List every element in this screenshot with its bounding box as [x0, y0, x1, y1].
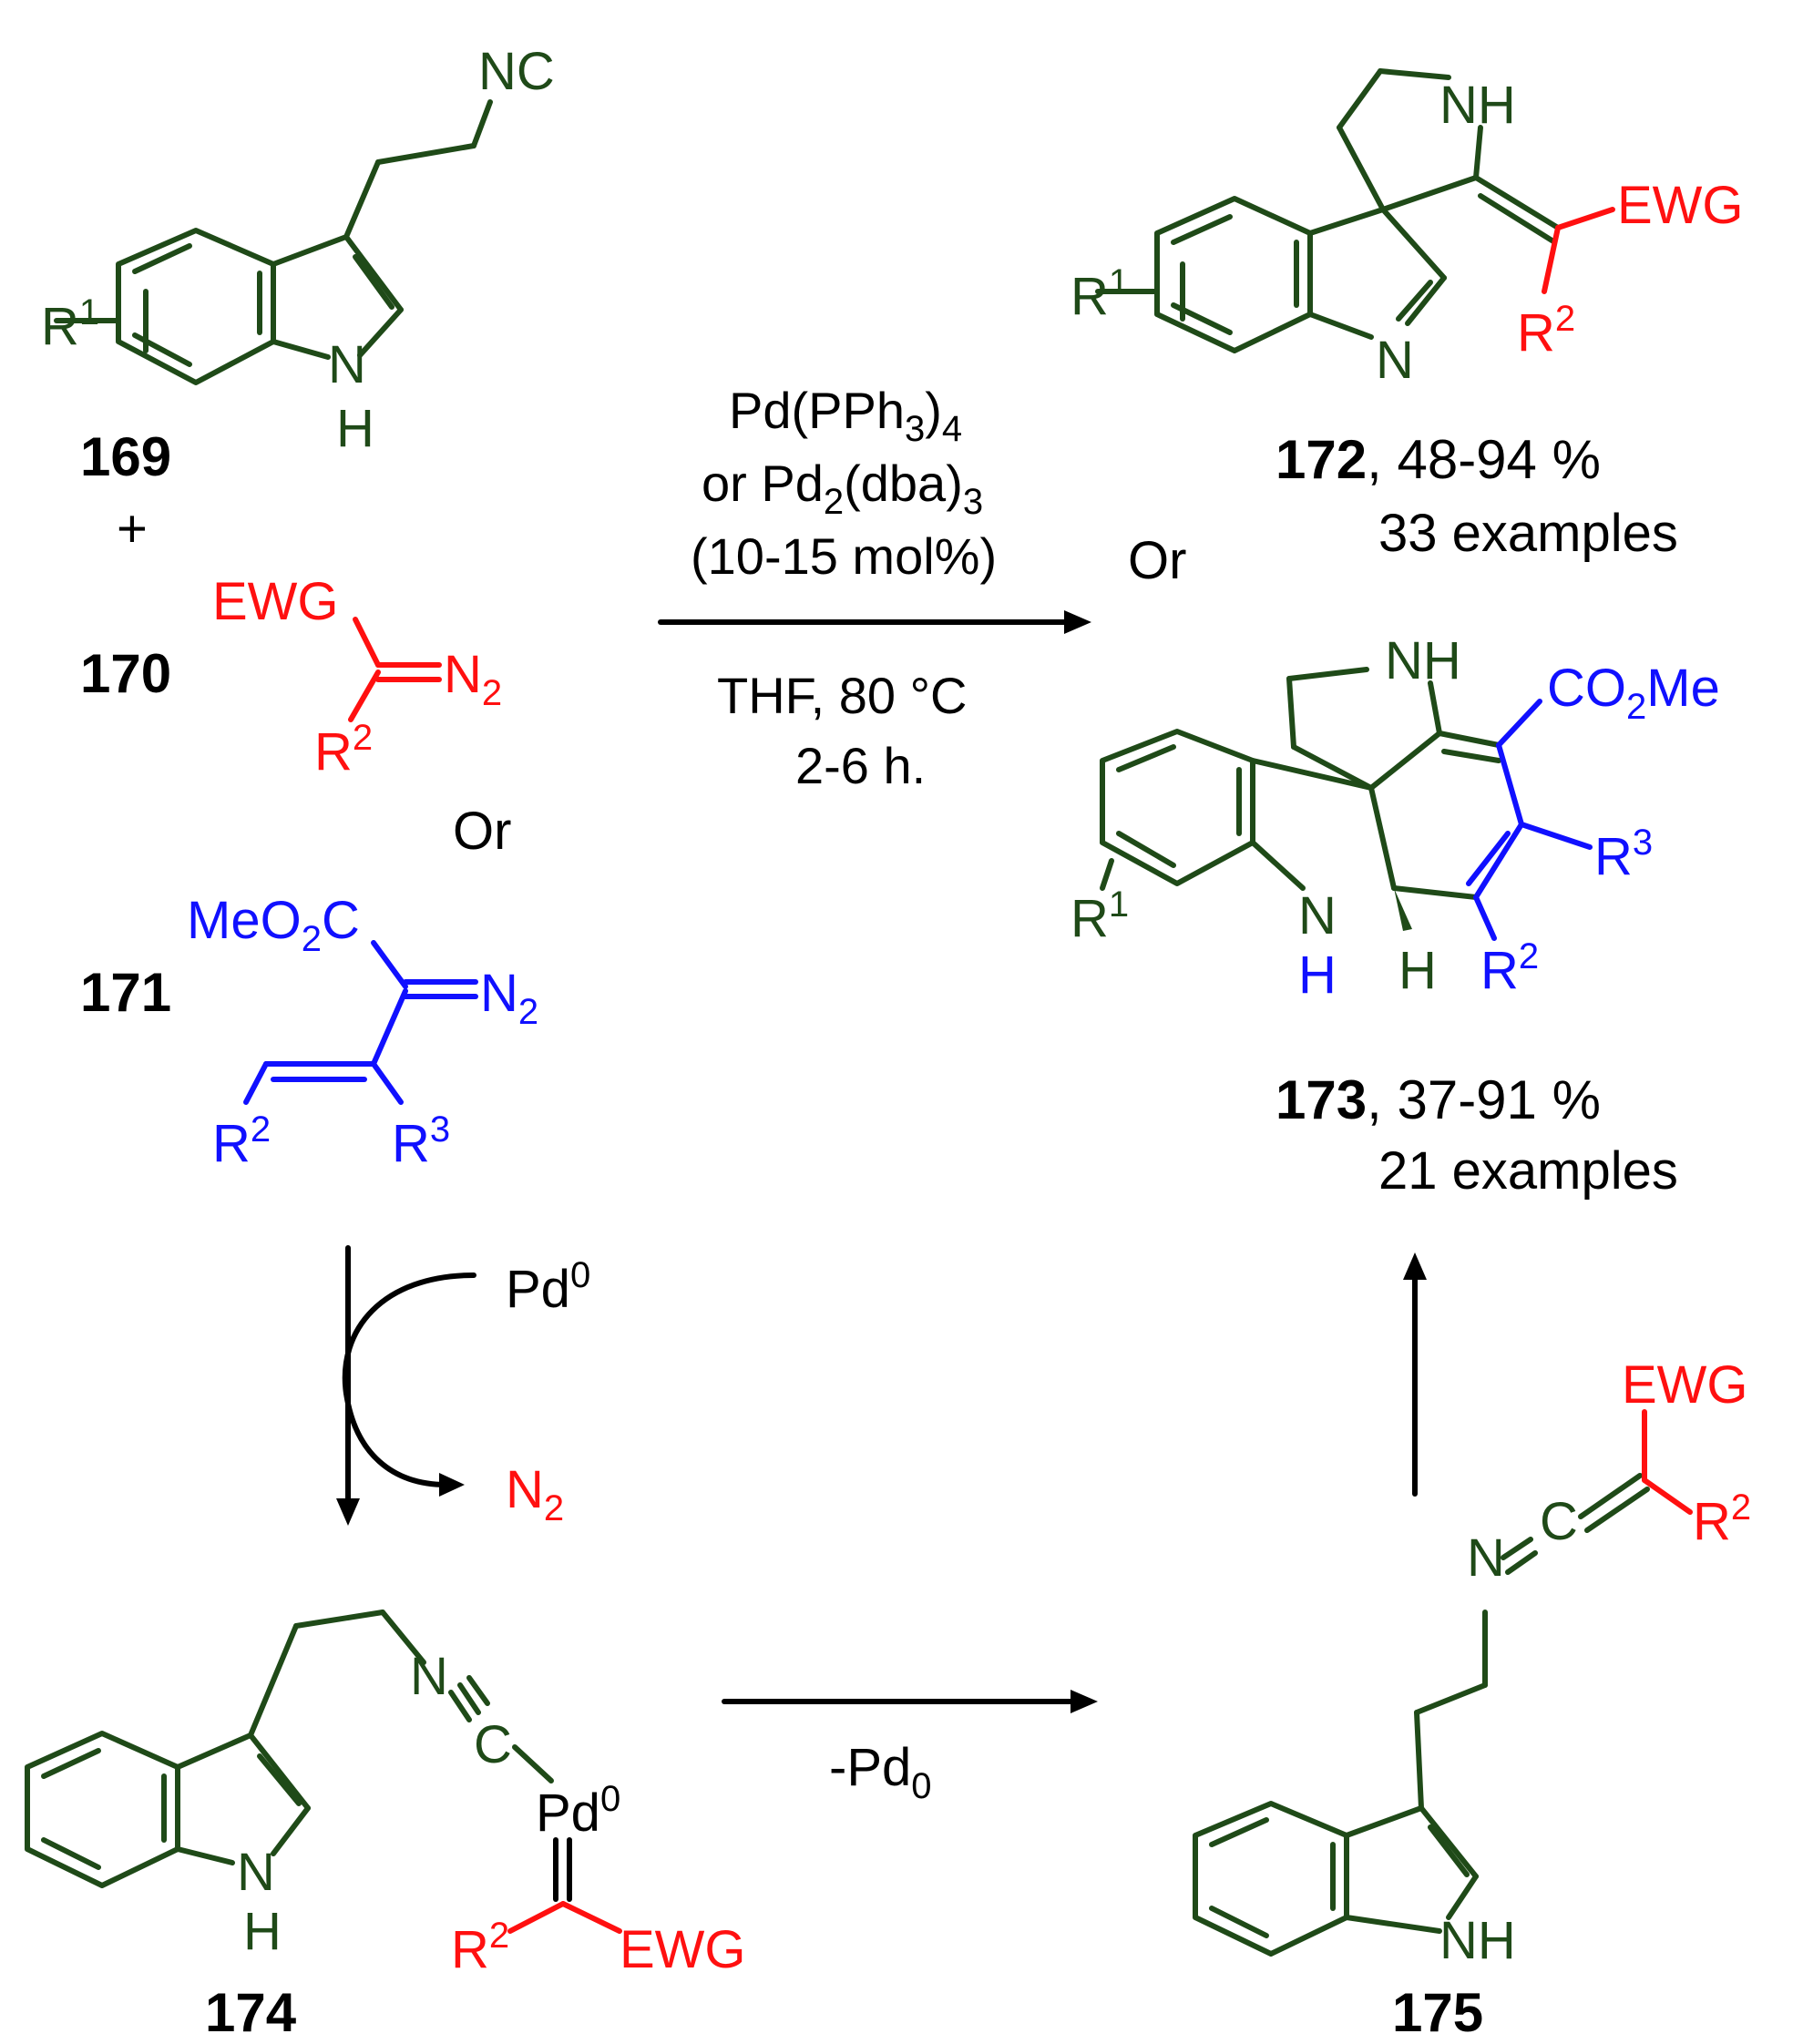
r2-175-label: R2: [1693, 1487, 1751, 1551]
ketenimine-c-175: C: [1540, 1492, 1578, 1551]
compound-171-label: 171: [80, 962, 171, 1023]
indole-h-174: H: [243, 1902, 282, 1961]
compound-173-examples: 21 examples: [1378, 1141, 1678, 1201]
diazo-171-label: N2: [480, 964, 538, 1032]
upward-arrow-head: [1403, 1252, 1427, 1280]
ewg-174-label: EWG: [620, 1920, 746, 1979]
r1-172-label: R1: [1071, 262, 1129, 326]
compound-174-structure: N C Pd0 N H R2 EWG: [25, 1610, 746, 1979]
pd0-174-label: Pd0: [536, 1779, 620, 1843]
compound-173-label: 173, 37-91 %: [1275, 1069, 1601, 1130]
r2-173-label: R2: [1480, 936, 1539, 1000]
r2-170-label: R2: [314, 718, 373, 782]
r2-174-label: R2: [451, 1916, 509, 1979]
pyrrolidine-nh-172: NH: [1439, 76, 1516, 135]
compound-169-label: 169: [80, 426, 171, 487]
ester-173-label: CO2Me: [1547, 659, 1720, 727]
indole-nh-175: NH: [1439, 1911, 1516, 1970]
isocyanide-n-174: N: [410, 1647, 448, 1706]
r2-171-label: R2: [212, 1109, 271, 1173]
r3-171-label: R3: [392, 1109, 450, 1173]
forward-arrow-head-174-175: [1071, 1690, 1098, 1713]
ewg-175-label: EWG: [1622, 1355, 1748, 1415]
compound-170-structure: EWG N2 R2: [212, 572, 502, 782]
ewg-170-label: EWG: [212, 572, 339, 631]
r2-172-label: R2: [1517, 299, 1575, 363]
condition-time: 2-6 h.: [795, 737, 926, 794]
nitrile-label: NC: [478, 42, 555, 101]
indolenine-n-172: N: [1376, 331, 1414, 390]
ring-fusion-h-173: H: [1398, 941, 1437, 1000]
ketenimine-n-175: N: [1467, 1528, 1505, 1588]
condition-solvent-temp: THF, 80 °C: [717, 667, 967, 724]
r3-173-label: R3: [1594, 823, 1653, 886]
compound-169-structure: NC N H R1: [41, 42, 555, 458]
n2-released-label: N2: [506, 1460, 564, 1528]
stereo-wedge-173: [1394, 888, 1412, 931]
indoline-h-173: H: [1298, 945, 1337, 1005]
compound-172-label: 172, 48-94 %: [1275, 429, 1601, 490]
compound-172-examples: 33 examples: [1378, 504, 1678, 563]
condition-catalyst-1: Pd(PPh3)4: [729, 382, 962, 449]
indole-nitrogen-label: N: [328, 335, 366, 394]
downward-arrow-head: [336, 1498, 360, 1526]
ester-171-label: MeO2C: [187, 891, 360, 959]
or-label-left: Or: [453, 802, 511, 861]
pd-curved-arrow-head: [439, 1473, 465, 1497]
minus-pd0-label: -Pd0: [829, 1738, 932, 1806]
indoline-n-173: N: [1298, 886, 1337, 945]
r1-substituent-label: R1: [41, 292, 99, 356]
pd-curved-arrow: [342, 1272, 476, 1487]
compound-175-structure: N C EWG R2 NH: [1193, 1355, 1751, 1970]
compound-171-structure: MeO2C N2 R2 R3: [187, 891, 538, 1173]
compound-172-structure: NH N EWG R2 R1: [1071, 68, 1744, 390]
condition-loading: (10-15 mol%): [691, 527, 997, 585]
r1-173-label: R1: [1071, 884, 1129, 948]
diazo-170-label: N2: [444, 645, 502, 713]
main-arrow-head: [1064, 610, 1091, 634]
compound-170-label: 170: [80, 643, 171, 704]
compound-175-label: 175: [1392, 1982, 1483, 2043]
or-label-right: Or: [1128, 531, 1186, 590]
pyrrolidine-nh-173: NH: [1385, 631, 1461, 690]
compound-174-label: 174: [205, 1982, 297, 2043]
indole-hydrogen-label: H: [336, 399, 374, 458]
pd0-label: Pd0: [506, 1255, 590, 1319]
plus-sign: +: [117, 499, 148, 558]
condition-catalyst-2: or Pd2(dba)3: [702, 455, 983, 522]
isocyanide-c-174: C: [474, 1715, 512, 1774]
compound-173-structure: NH CO2Me R3 R2 N H H R1: [1071, 631, 1720, 1005]
ewg-172-label: EWG: [1617, 176, 1744, 235]
indole-n-174: N: [237, 1843, 275, 1902]
